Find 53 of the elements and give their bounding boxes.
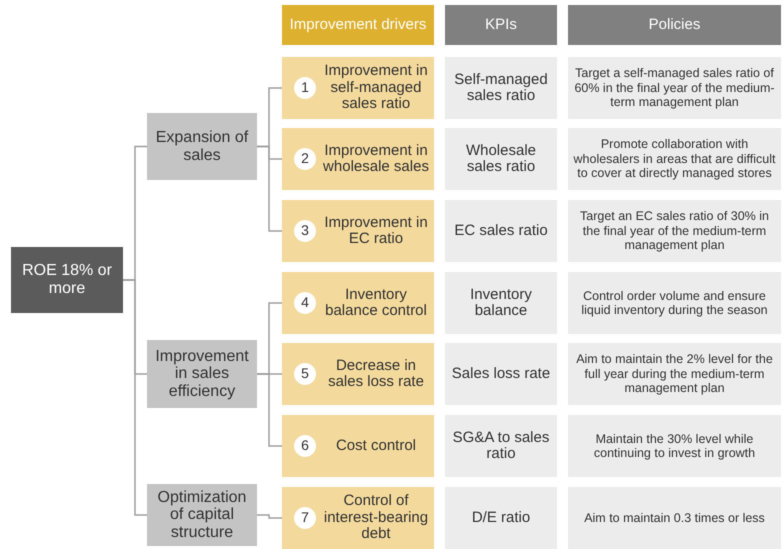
connector-line: [257, 373, 282, 447]
driver-card: [282, 343, 434, 405]
step-number: 5: [294, 363, 316, 385]
policy-label: Maintain the 30% level while continuing to invest in growth: [592, 432, 756, 460]
driver-label: Inventory balance control: [324, 286, 428, 320]
connector-line: [257, 146, 282, 232]
step-number: 7: [294, 507, 316, 529]
kpi-label: Wholesale sales ratio: [464, 142, 538, 176]
header-label: KPIs: [485, 16, 517, 34]
driver-label: Improvement in wholesale sales: [322, 142, 430, 176]
driver-label: Decrease in sales loss rate: [327, 358, 425, 390]
strategy-label: Optimization of capital structure: [156, 488, 248, 542]
step-number: 3: [294, 220, 316, 242]
driver-label: Improvement in EC ratio: [323, 214, 429, 248]
step-number: 6: [294, 435, 316, 457]
header-label: Improvement drivers: [290, 16, 426, 34]
kpi-label: Sales loss rate: [452, 366, 550, 382]
driver-card: [282, 415, 434, 477]
driver-label: Cost control: [334, 438, 418, 454]
step-number: 4: [294, 292, 316, 314]
header-bar: [568, 5, 781, 45]
driver-card: [282, 487, 434, 549]
policy-label: Aim to maintain 0.3 times or less: [584, 510, 765, 526]
driver-card: [282, 128, 434, 190]
kpi-label: EC sales ratio: [454, 222, 548, 240]
connector-line: [123, 279, 147, 516]
header-bar: [445, 5, 557, 45]
policy-label: Control order volume and ensure liquid inventory during the season: [580, 288, 769, 318]
policy-label: Promote collaboration with wholesalers in areas that are difficult to cover at directly managed stores: [572, 137, 776, 181]
driver-label: Improvement in self-managed sales ratio: [323, 63, 429, 113]
kpi-label: Inventory balance: [469, 286, 533, 320]
policy-label: Aim to maintain the 2% level for the full year during the medium-term management plan: [575, 352, 774, 396]
goal-label: ROE 18% or more: [21, 262, 113, 298]
strategy-box: [147, 113, 257, 180]
header-label: Policies: [648, 16, 700, 34]
strategy-box: [147, 484, 257, 546]
goal-box: [11, 247, 123, 313]
kpi-label: D/E ratio: [472, 510, 530, 526]
driver-card: [282, 200, 434, 262]
driver-label: Control of interest-bearing debt: [322, 493, 430, 543]
step-number: 2: [294, 148, 316, 170]
connector-line: [257, 514, 282, 519]
kpi-label: Self-managed sales ratio: [453, 72, 549, 104]
step-number: 1: [294, 77, 316, 99]
header-bar: [282, 5, 434, 45]
strategy-label: Expansion of sales: [154, 128, 250, 164]
strategy-box: [147, 340, 257, 408]
kpi-label: SG&A to sales ratio: [452, 430, 550, 462]
driver-card: [282, 272, 434, 334]
policy-label: Target a self-managed sales ratio of 60% in the final year of the medium-term management plan: [573, 66, 776, 110]
driver-card: [282, 57, 434, 119]
strategy-label: Improvement in sales efficiency: [154, 348, 250, 400]
policy-label: Target an EC sales ratio of 30% in the final year of the medium-term management plan: [579, 209, 770, 253]
